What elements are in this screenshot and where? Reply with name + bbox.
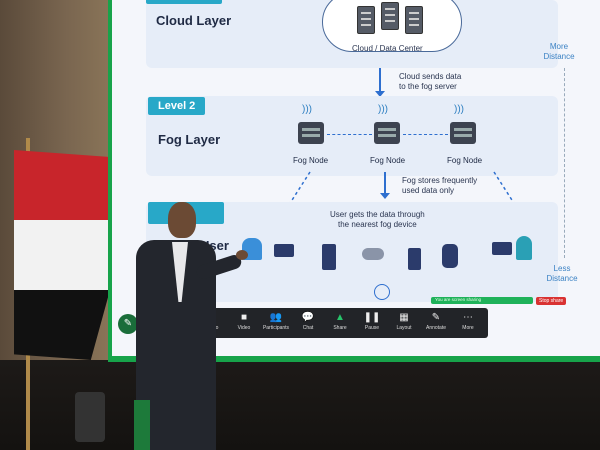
share-button[interactable]: ▲Share [326,311,354,331]
pen-icon: ✎ [431,312,441,323]
annotate-button[interactable]: ✎Annotate [422,311,450,331]
fog-node-icon [450,122,476,144]
stop-share-button[interactable]: Stop share [536,297,567,305]
server-icon [357,6,375,34]
laptop-icon [492,242,512,255]
screen-sharing-banner: You are screen sharing [431,297,533,304]
chat-icon: 💬 [301,312,315,323]
pause-button[interactable]: ❚❚Pause [358,311,386,331]
layout-button[interactable]: ▦Layout [390,311,418,331]
distance-axis [564,68,565,258]
layout-icon: ▦ [399,312,409,323]
stage-speaker [75,392,105,442]
chat-button[interactable]: 💬Chat [294,311,322,331]
laptop-icon [274,244,294,257]
fog-layer-band [146,96,558,176]
cloud-to-fog-note: Cloud sends data to the fog server [399,72,462,91]
globe-icon [374,284,390,300]
cloud-to-fog-arrow [375,68,385,97]
fog-node-label: Fog Node [447,156,483,165]
fog-node-icon [374,122,400,144]
fog-node-icon [298,122,324,144]
green-flag [134,400,150,450]
video-button[interactable]: ■Video [230,311,258,331]
fog-node-label: Fog Node [293,156,329,165]
people-icon: 👥 [269,312,283,323]
fog-link [327,134,372,135]
level-2-tag: Level 2 [148,97,206,115]
fog-layer-title: Fog Layer [158,132,221,147]
fog-node-label: Fog Node [370,156,406,165]
wifi-icon: ))) [302,104,312,115]
fog-link [403,134,448,135]
cloud-layer-title: Cloud Layer [156,13,232,28]
more-icon: ⋯ [463,312,473,323]
wifi-icon: ))) [378,104,388,115]
server-icon [405,6,423,34]
user-person-icon [516,236,532,260]
share-icon: ▲ [335,312,345,323]
camera-icon: ■ [240,312,248,323]
more-distance-label: More Distance [543,42,575,61]
meeting-toolbar: 🎙Audio ■Video 👥Participants 💬Chat ▲Share… [196,308,488,338]
smartwatch-icon [442,244,458,268]
datacenter-label: Cloud / Data Center [352,44,423,53]
router-icon [408,248,421,270]
wifi-icon: ))) [454,104,464,115]
level-1-tag [146,0,222,4]
less-distance-label: Less Distance [546,264,578,283]
more-button[interactable]: ⋯More [454,311,482,331]
participants-button[interactable]: 👥Participants [262,312,290,331]
national-flag [14,150,110,360]
cctv-camera-icon [362,248,384,260]
fog-to-user-arrow [380,172,390,199]
presenter-head [168,202,196,238]
annotate-pen-button[interactable]: ✎ [118,314,138,334]
fog-note: Fog stores frequently used data only [402,176,478,195]
pause-icon: ❚❚ [363,312,381,323]
server-icon [381,2,399,30]
user-layer-caption: User gets the data through the nearest f… [330,210,425,229]
phone-icon [322,244,336,270]
presenter-hand [236,250,248,260]
